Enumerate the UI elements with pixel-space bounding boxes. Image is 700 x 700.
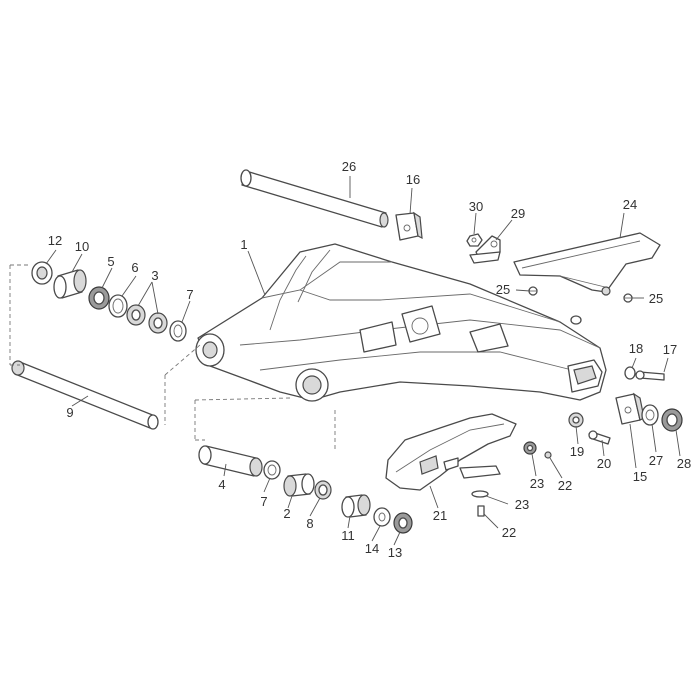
part-29-bracket	[469, 235, 501, 264]
callout-16: 16	[406, 172, 420, 187]
callout-29: 29	[511, 206, 525, 221]
part-24-chain-guard	[513, 232, 661, 296]
part-7-ring-upper	[169, 320, 187, 342]
callout-20: 20	[597, 456, 611, 471]
part-27-washer	[641, 404, 659, 426]
part-22-screw-upper	[544, 451, 552, 459]
callout-22-lower: 22	[502, 525, 516, 540]
callout-23-lower: 23	[515, 497, 529, 512]
part-25-screw-left	[528, 286, 538, 296]
callout-4: 4	[218, 477, 225, 492]
part-25-screw-right	[623, 293, 633, 303]
part-3-bearing-a	[126, 304, 146, 326]
callout-13: 13	[388, 545, 402, 560]
part-7-ring-lower	[263, 460, 281, 480]
part-1-swingarm	[195, 243, 607, 402]
callout-27: 27	[649, 453, 663, 468]
part-18-washer	[624, 366, 636, 380]
callout-30: 30	[469, 199, 483, 214]
callout-24: 24	[623, 197, 637, 212]
callout-12: 12	[48, 233, 62, 248]
part-15-adjuster-block	[615, 392, 645, 425]
callout-7-lower: 7	[260, 494, 267, 509]
part-13-nut	[393, 512, 413, 534]
part-30-nut	[466, 233, 483, 247]
part-16-block	[395, 211, 423, 241]
callout-23-upper: 23	[530, 476, 544, 491]
callout-21: 21	[433, 508, 447, 523]
callout-28: 28	[677, 456, 691, 471]
part-20-bolt	[588, 430, 611, 445]
callout-10: 10	[75, 239, 89, 254]
callout-labels: 26 16 30 29 24 1 12 10 5 6 3 7 25 25 18 …	[48, 159, 691, 560]
part-22-screw-lower	[477, 505, 485, 517]
part-21-chain-slider	[385, 413, 517, 491]
callout-9: 9	[66, 405, 73, 420]
callout-2: 2	[283, 506, 290, 521]
callout-6: 6	[131, 260, 138, 275]
callout-26: 26	[342, 159, 356, 174]
part-28-nut	[661, 408, 683, 432]
part-8-ring	[314, 480, 332, 500]
callout-18: 18	[629, 341, 643, 356]
callout-15: 15	[633, 469, 647, 484]
callout-7-upper: 7	[186, 287, 193, 302]
part-19-bushing	[568, 412, 584, 428]
part-10-bushing	[53, 269, 87, 299]
part-12-cap	[31, 261, 53, 285]
callout-11: 11	[341, 528, 355, 543]
callout-5: 5	[107, 254, 114, 269]
part-2-sleeve	[283, 473, 315, 497]
part-5-bearing	[88, 286, 110, 310]
assembly-frame-lower	[194, 397, 336, 450]
callout-3: 3	[151, 268, 158, 283]
callout-22-upper: 22	[558, 478, 572, 493]
callout-1: 1	[240, 237, 247, 252]
part-11-spacer	[341, 494, 371, 518]
callout-17: 17	[663, 342, 677, 357]
part-26-pivot-shaft	[240, 169, 389, 228]
callout-19: 19	[570, 444, 584, 459]
assembly-frame-upper	[9, 264, 201, 425]
part-17-bolt	[635, 370, 665, 381]
part-3-bearing-b	[148, 312, 168, 334]
callout-14: 14	[365, 541, 379, 556]
part-14-washer	[373, 507, 391, 527]
part-9-shaft	[11, 360, 159, 430]
part-4-bushing-tube	[198, 445, 263, 477]
callout-25-left: 25	[496, 282, 510, 297]
part-23-washer-lower	[471, 490, 489, 498]
leader-lines	[45, 176, 681, 546]
part-6-ring	[108, 294, 128, 318]
part-23-nut-upper	[523, 441, 537, 455]
callout-8: 8	[306, 516, 313, 531]
callout-25-right: 25	[649, 291, 663, 306]
